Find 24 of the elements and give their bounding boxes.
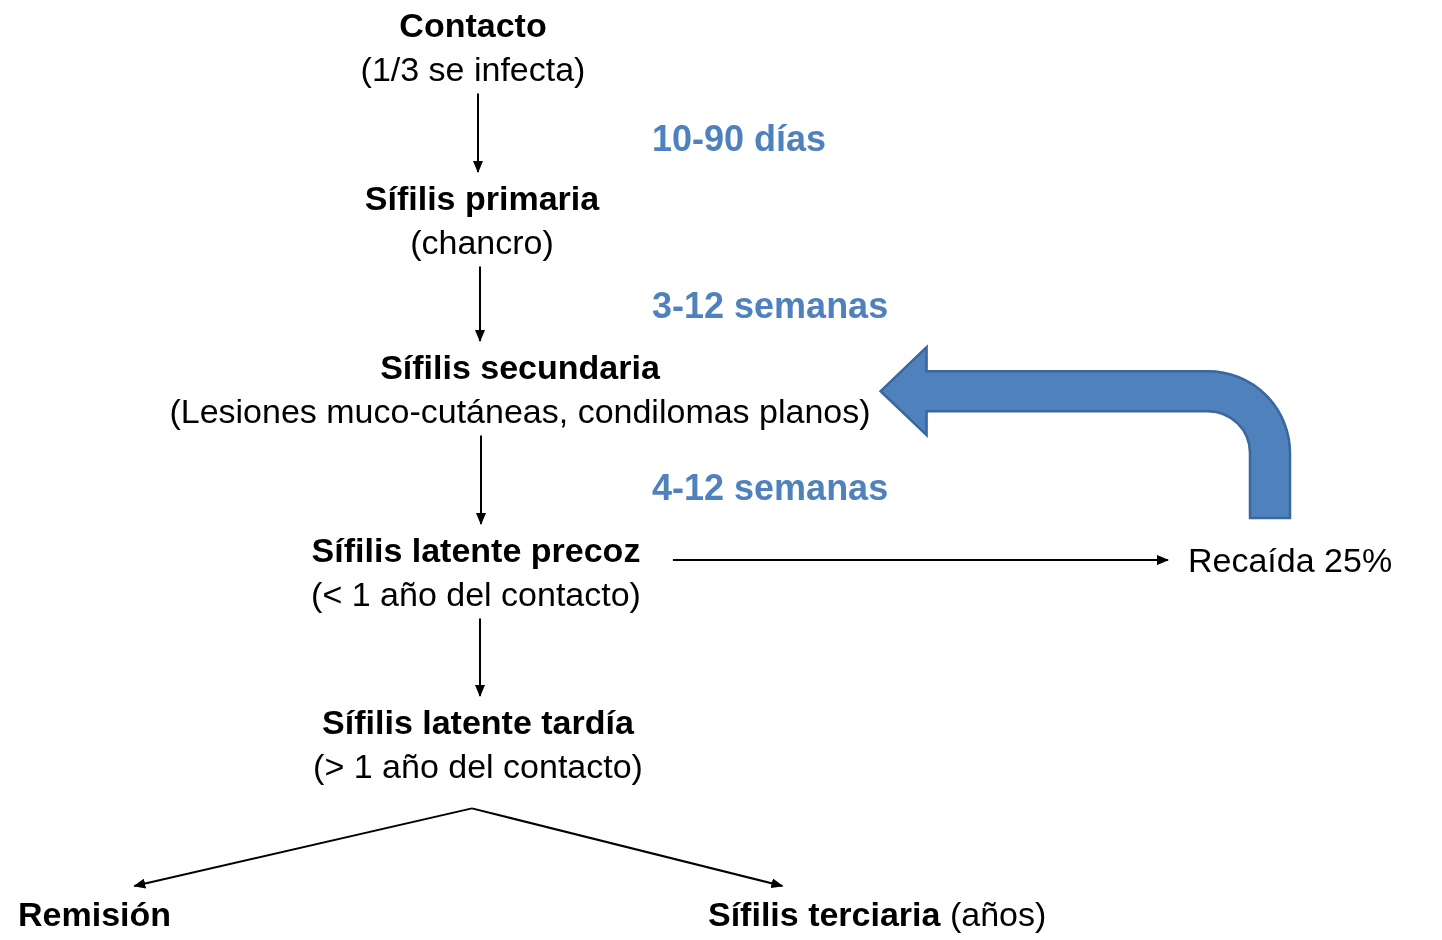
arrow [475,265,485,342]
stage-title: Contacto [399,5,547,46]
block-arrow [879,345,1292,520]
duration-label: 10-90 días [652,117,827,161]
stage-title: Sífilis secundaria [380,347,660,388]
arrow [133,807,473,889]
arrow [473,92,483,173]
duration-label: 3-12 semanas [652,284,889,328]
stage-title: Sífilis terciaria (años) [708,894,1047,935]
stage-title: Recaída 25% [1188,540,1393,581]
stage-note: (< 1 año del contacto) [311,574,641,616]
stage-title: Sífilis latente tardía [322,702,634,743]
stage-note: (chancro) [410,222,554,264]
stage-title: Sífilis primaria [364,178,600,219]
stage-note: (1/3 se infecta) [360,49,586,91]
stage-title: Remisión [18,894,172,935]
arrow [671,555,1169,566]
stage-note: (Lesiones muco-cutáneas, condilomas planos) [169,391,871,433]
arrow [475,617,485,697]
arrow [476,434,486,525]
duration-label: 4-12 semanas [652,466,889,510]
stage-title: Sífilis latente precoz [311,530,641,571]
stage-note: (> 1 año del contacto) [313,746,643,788]
arrow [471,807,784,889]
